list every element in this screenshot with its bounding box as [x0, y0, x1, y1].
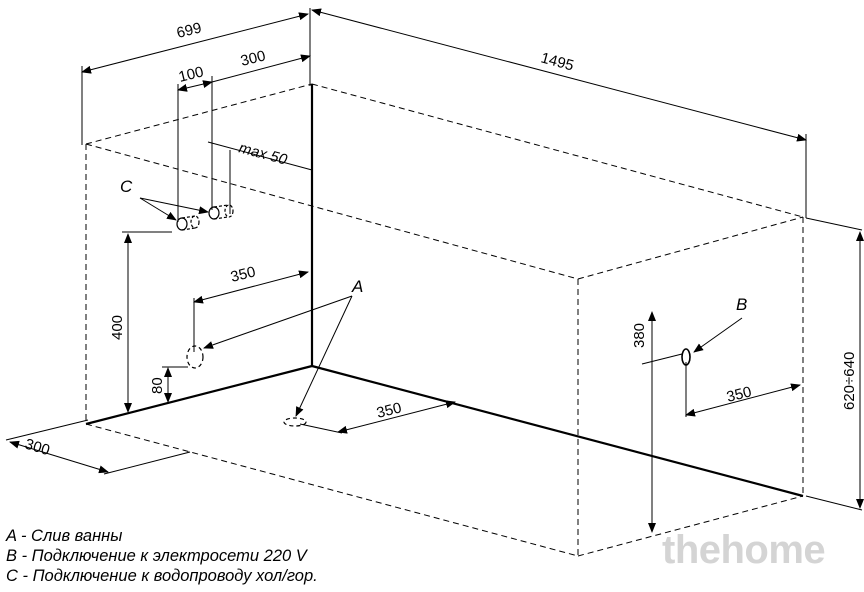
overflow-outlet-icon	[186, 345, 204, 369]
dim-electric-350: 350	[725, 383, 753, 406]
dim-max-50: max 50	[237, 139, 290, 168]
watermark-logo: thehome	[662, 528, 826, 572]
marker-b: B	[736, 295, 747, 314]
marker-c: C	[120, 177, 133, 196]
dim-offset-300-top: 300	[239, 47, 267, 70]
dimension-lines	[5, 8, 864, 533]
dim-offset-100: 100	[177, 63, 205, 86]
dim-height-80: 80	[149, 377, 166, 394]
legend: A - Слив ванны B - Подключение к электро…	[6, 526, 318, 586]
water-inlet-right-icon	[208, 204, 234, 220]
tub-dashed-edges	[85, 83, 804, 557]
dim-drain-350-bottom: 350	[375, 399, 403, 422]
legend-item-a: A - Слив ванны	[6, 527, 123, 545]
dim-overall-height: 620÷640	[841, 352, 858, 410]
drain-outlet-icon	[283, 417, 307, 427]
dim-drain-350-left: 350	[229, 263, 257, 286]
marker-a: A	[351, 277, 363, 296]
water-inlet-left-icon	[176, 215, 200, 231]
legend-item-c: C - Подключение к водопроводу хол/гор.	[6, 567, 318, 585]
tub-solid-edges	[85, 84, 804, 498]
legend-item-b: B - Подключение к электросети 220 V	[6, 547, 307, 565]
dim-height-400: 400	[109, 315, 126, 340]
leader-lines	[139, 197, 743, 417]
dim-depth-300: 300	[23, 436, 52, 460]
dim-electric-380: 380	[631, 323, 648, 348]
dim-width-699: 699	[175, 19, 203, 42]
electric-outlet-icon	[681, 348, 691, 366]
ports	[176, 204, 691, 427]
